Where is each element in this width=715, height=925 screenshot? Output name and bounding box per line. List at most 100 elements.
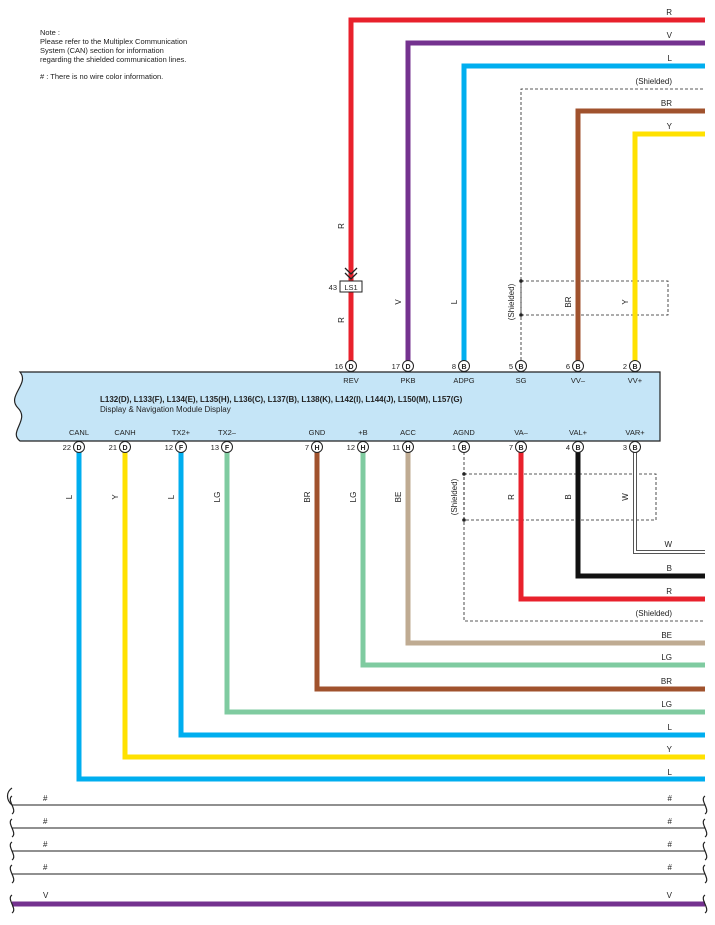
pin-top-conn: B — [518, 364, 523, 371]
top-wire-label-rev-lower: R — [337, 317, 346, 323]
pin-bottom-name: TX2+ — [172, 428, 191, 437]
wire-bottom-9 — [518, 447, 705, 602]
top-wire-label: (Shielded) — [507, 283, 516, 320]
shield-dot — [462, 518, 466, 522]
pin-top-number: 2 — [623, 362, 627, 371]
shield-sg-line — [520, 88, 705, 360]
pin-bottom-name: TX2– — [218, 428, 237, 437]
break-mark-icon — [702, 795, 708, 815]
pin-top-name: SG — [516, 376, 527, 385]
shield-agnd-box — [463, 473, 657, 521]
wire-bottom-10 — [575, 447, 705, 579]
module-connectors: L132(D), L133(F), L134(E), L135(H), L136… — [100, 395, 463, 404]
pin-bottom-number: 13 — [211, 443, 219, 452]
pin-bottom-name: VAR+ — [625, 428, 645, 437]
junction-box — [339, 280, 363, 293]
top-wire-label: V — [394, 299, 403, 305]
pin-bottom-11 — [629, 441, 641, 453]
pin-top-number: 6 — [566, 362, 570, 371]
bottom-right-label: R — [666, 587, 672, 596]
wire-bottom-1 — [76, 447, 705, 782]
wire-top-6 — [632, 131, 705, 366]
top-right-label: L — [668, 54, 673, 63]
pin-top-4 — [515, 360, 527, 372]
hash-line-right-label: # — [668, 817, 673, 826]
pin-top-6 — [629, 360, 641, 372]
wire-top-1 — [348, 17, 705, 366]
pin-bottom-1 — [73, 441, 85, 453]
top-right-label: BR — [661, 99, 672, 108]
wire-bottom-4 — [224, 447, 705, 715]
module-name: Display & Navigation Module Display — [100, 405, 231, 414]
wire-bottom-7 — [405, 447, 705, 646]
pin-top-5 — [572, 360, 584, 372]
pin-bottom-conn: F — [225, 445, 230, 452]
pin-bottom-number: 1 — [452, 443, 456, 452]
break-mark-icon — [702, 864, 708, 884]
hash-line-right-label: # — [668, 863, 673, 872]
wire-bottom-6 — [360, 447, 705, 668]
pin-bottom-conn: B — [518, 445, 523, 452]
note-title: Note : — [40, 28, 61, 37]
pin-bottom-number: 21 — [109, 443, 117, 452]
bottom-wire-label: R — [507, 494, 516, 500]
break-mark-icon — [9, 818, 15, 838]
bottom-right-label: Y — [667, 745, 673, 754]
top-wire-label: Y — [621, 299, 630, 305]
pin-bottom-number: 7 — [305, 443, 309, 452]
pin-bottom-number: 12 — [347, 443, 355, 452]
pin-top-name: VV+ — [628, 376, 643, 385]
bottom-right-label: B — [667, 564, 672, 573]
break-mark-icon — [9, 894, 15, 914]
break-mark-icon — [702, 841, 708, 861]
top-right-label: Y — [667, 122, 673, 131]
pin-bottom-3 — [175, 441, 187, 453]
bottom-wire-label: LG — [349, 492, 358, 503]
pin-bottom-number: 12 — [165, 443, 173, 452]
pin-bottom-number: 3 — [623, 443, 627, 452]
pin-bottom-name: CANL — [69, 428, 89, 437]
wire-bottom-11 — [634, 447, 705, 553]
break-mark-icon — [702, 894, 708, 914]
pin-bottom-9 — [515, 441, 527, 453]
bottom-wire-label: L — [167, 494, 176, 499]
bottom-wire-label: BE — [394, 492, 403, 503]
wire-top-2 — [405, 40, 705, 366]
bottom-right-label: BE — [661, 631, 672, 640]
top-wire-label: L — [450, 299, 459, 304]
note-block: Note : Please refer to the Multiplex Com… — [40, 28, 260, 81]
pin-top-name: PKB — [400, 376, 415, 385]
pin-top-conn: D — [405, 364, 410, 371]
bottom-wire-label: LG — [213, 492, 222, 503]
bottom-right-label: BR — [661, 677, 672, 686]
top-wire-label-rev-upper: R — [337, 223, 346, 229]
top-wire-label: BR — [564, 296, 573, 307]
pin-bottom-number: 4 — [566, 443, 570, 452]
junction-name: LS1 — [344, 283, 357, 292]
bottom-wire-label: B — [564, 494, 573, 499]
hash-line-right-label: # — [668, 794, 673, 803]
pin-top-3 — [458, 360, 470, 372]
pin-top-2 — [402, 360, 414, 372]
pin-bottom-name: CANH — [114, 428, 135, 437]
pin-bottom-number: 22 — [63, 443, 71, 452]
wire-bottom-2 — [122, 447, 705, 760]
pin-top-name: VV– — [571, 376, 586, 385]
wire-bottom-5 — [314, 447, 705, 692]
pin-bottom-5 — [311, 441, 323, 453]
bottom-right-label: LG — [661, 653, 672, 662]
pin-bottom-name: AGND — [453, 428, 475, 437]
pin-top-name: ADPG — [453, 376, 474, 385]
wire-bottom-3 — [178, 447, 705, 738]
pin-bottom-conn: H — [405, 445, 410, 452]
break-mark-icon — [702, 818, 708, 838]
pin-bottom-2 — [119, 441, 131, 453]
pin-top-conn: B — [461, 364, 466, 371]
pin-top-conn: B — [632, 364, 637, 371]
pin-bottom-8 — [458, 441, 470, 453]
pin-top-name: REV — [343, 376, 358, 385]
pin-bottom-name: ACC — [400, 428, 416, 437]
break-mark-icon — [9, 841, 15, 861]
